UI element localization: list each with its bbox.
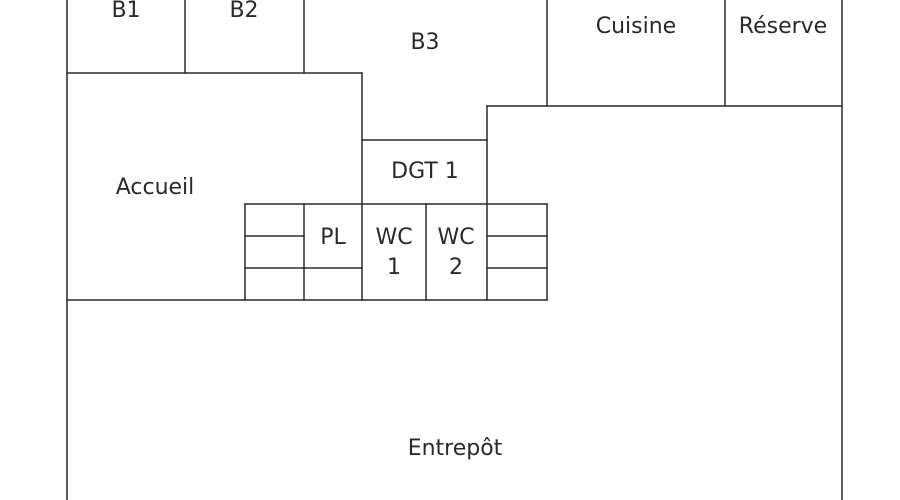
room-label-b1: B1 <box>111 0 140 23</box>
room-label-wc1-line2: 1 <box>387 255 401 280</box>
room-label-b2: B2 <box>229 0 258 23</box>
room-label-pl: PL <box>320 225 346 250</box>
room-labels: B1 B2 B3 Cuisine Réserve Accueil DGT 1 P… <box>111 0 827 461</box>
room-label-wc2-line1: WC <box>437 225 474 250</box>
room-label-accueil: Accueil <box>116 175 195 200</box>
room-label-wc1-line1: WC <box>375 225 412 250</box>
room-label-b3: B3 <box>410 30 439 55</box>
room-label-wc2-line2: 2 <box>449 255 463 280</box>
room-label-reserve: Réserve <box>739 14 827 39</box>
room-label-dgt1: DGT 1 <box>391 159 459 184</box>
room-label-cuisine: Cuisine <box>596 14 676 39</box>
room-label-entrepot: Entrepôt <box>408 436 503 461</box>
walls <box>66 0 843 500</box>
